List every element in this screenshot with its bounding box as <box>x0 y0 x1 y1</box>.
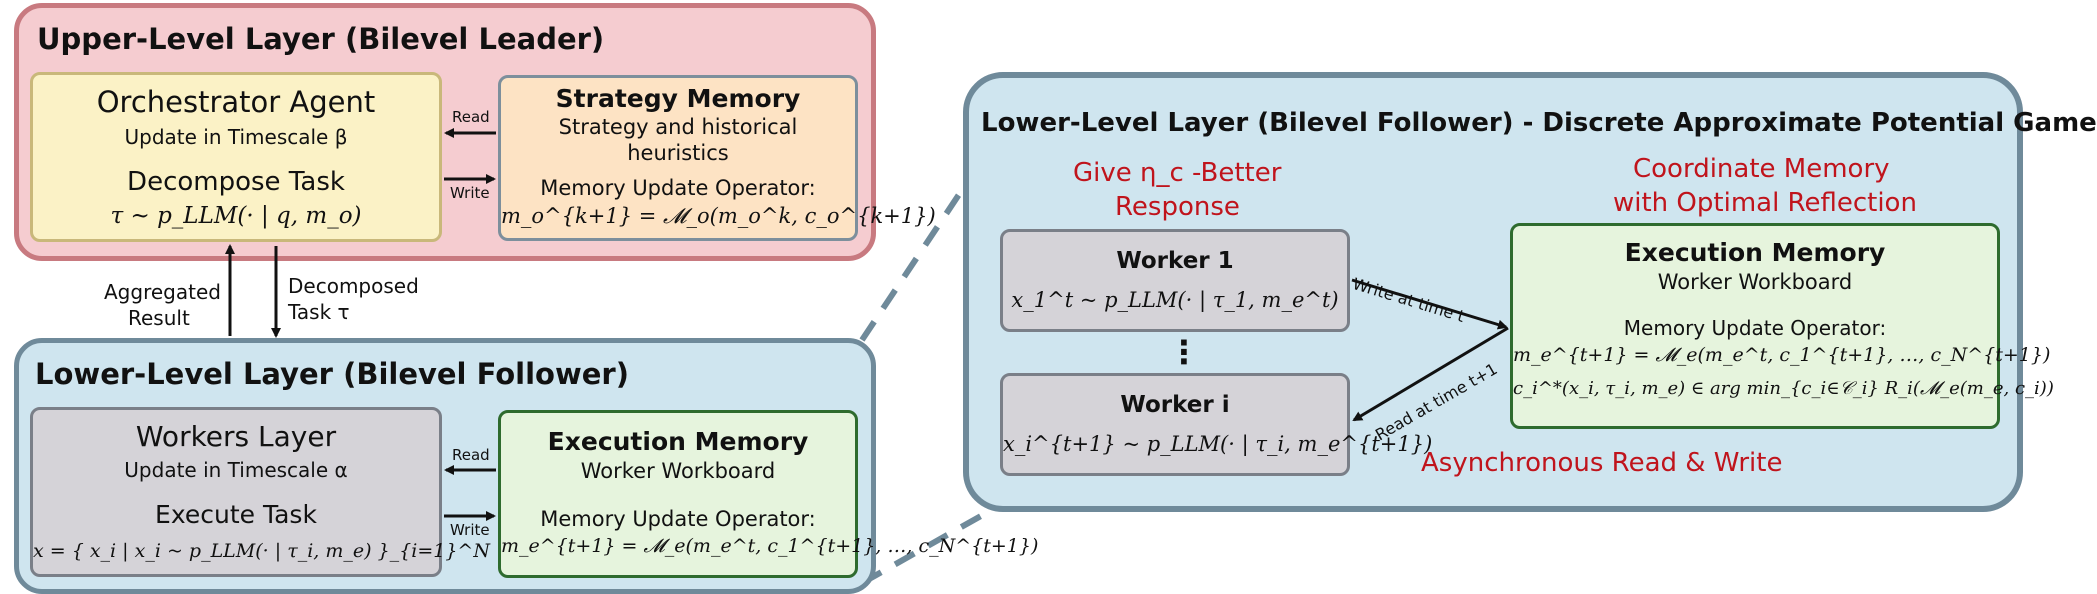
coordinate-memory-line2: with Optimal Reflection <box>1613 188 1917 218</box>
decomposed-task-label-2: Task τ <box>288 300 350 324</box>
aggregated-result-label-2: Result <box>128 306 190 330</box>
orchestrator-subtitle: Update in Timescale β <box>124 125 348 149</box>
workers-formula: x = { x_i | x_i ~ p_LLM(· | τ_i, m_e) }_… <box>33 540 490 562</box>
worker-1-title: Worker 1 <box>1116 248 1234 274</box>
orchestrator-task: Decompose Task <box>127 167 345 197</box>
strategy-memory-box[interactable]: Strategy Memory Strategy and historical … <box>498 75 936 241</box>
lower-layer-title: Lower-Level Layer (Bilevel Follower) <box>35 357 629 391</box>
zoom-execution-memory-op-label: Memory Update Operator: <box>1623 316 1887 340</box>
zoom-execution-memory-formula-argmin: c_i^*(x_i, τ_i, m_e) ∈ arg min_{c_i∈𝒞_i}… <box>1513 378 2054 399</box>
execution-memory-subtitle: Worker Workboard <box>580 459 776 483</box>
workers-task: Execute Task <box>155 500 317 529</box>
zoom-execution-memory-formula-update: m_e^{t+1} = 𝓜_e(m_e^t, c_1^{t+1}, …, c_N… <box>1513 344 2051 366</box>
upper-write-label: Write <box>450 184 490 202</box>
strategy-memory-line1: Strategy and historical <box>558 115 798 139</box>
decomposed-task-label-1: Decomposed <box>288 274 419 298</box>
worker-1-formula: x_1^t ~ p_LLM(· | τ_1, m_e^t) <box>1011 288 1339 312</box>
worker-1-box[interactable]: Worker 1 x_1^t ~ p_LLM(· | τ_1, m_e^t) <box>1000 229 1350 332</box>
better-response-line1: Give η_c -Better <box>1073 158 1282 188</box>
workers-title: Workers Layer <box>135 420 337 453</box>
lower-write-label: Write <box>450 521 490 539</box>
write-at-time-t-arrow <box>1351 278 1508 330</box>
connector-layer <box>859 188 990 586</box>
strategy-memory-op-label: Memory Update Operator: <box>540 176 816 200</box>
upper-read-label: Read <box>452 108 490 126</box>
execution-memory-title: Execution Memory <box>547 427 809 456</box>
coordinate-memory-line1: Coordinate Memory <box>1633 154 1890 184</box>
workers-ellipsis: ⋮ <box>1168 333 1200 371</box>
arrow-layer <box>225 128 1509 521</box>
upper-layer-title: Upper-Level Layer (Bilevel Leader) <box>37 22 605 56</box>
workers-subtitle: Update in Timescale α <box>124 458 348 482</box>
zoom-execution-memory-box[interactable]: Execution Memory Worker Workboard Memory… <box>1510 223 2054 429</box>
execution-memory-op-label: Memory Update Operator: <box>540 507 816 531</box>
lower-read-label: Read <box>452 446 490 464</box>
strategy-memory-title: Strategy Memory <box>555 84 801 113</box>
aggregated-result-label-1: Aggregated <box>104 280 221 304</box>
orchestrator-agent-box[interactable]: Orchestrator Agent Update in Timescale β… <box>30 72 442 242</box>
zoom-execution-memory-title: Execution Memory <box>1624 238 1886 267</box>
orchestrator-formula: τ ~ p_LLM(· | q, m_o) <box>110 203 362 229</box>
workers-layer-box[interactable]: Workers Layer Update in Timescale α Exec… <box>30 407 490 577</box>
zoom-dashed-line-top <box>859 188 965 342</box>
zoom-dashed-line-bottom <box>860 509 990 586</box>
read-at-time-t1-arrow <box>1352 326 1509 422</box>
async-read-write-label: Asynchronous Read & Write <box>1421 448 1783 478</box>
execution-memory-box[interactable]: Execution Memory Worker Workboard Memory… <box>498 410 1038 578</box>
zoom-panel-title: Lower-Level Layer (Bilevel Follower) - D… <box>981 108 2097 138</box>
worker-i-title: Worker i <box>1120 392 1230 418</box>
zoom-execution-memory-subtitle: Worker Workboard <box>1657 270 1853 294</box>
strategy-memory-line2: heuristics <box>627 141 729 165</box>
better-response-line2: Response <box>1115 192 1240 222</box>
orchestrator-title: Orchestrator Agent <box>96 85 376 119</box>
